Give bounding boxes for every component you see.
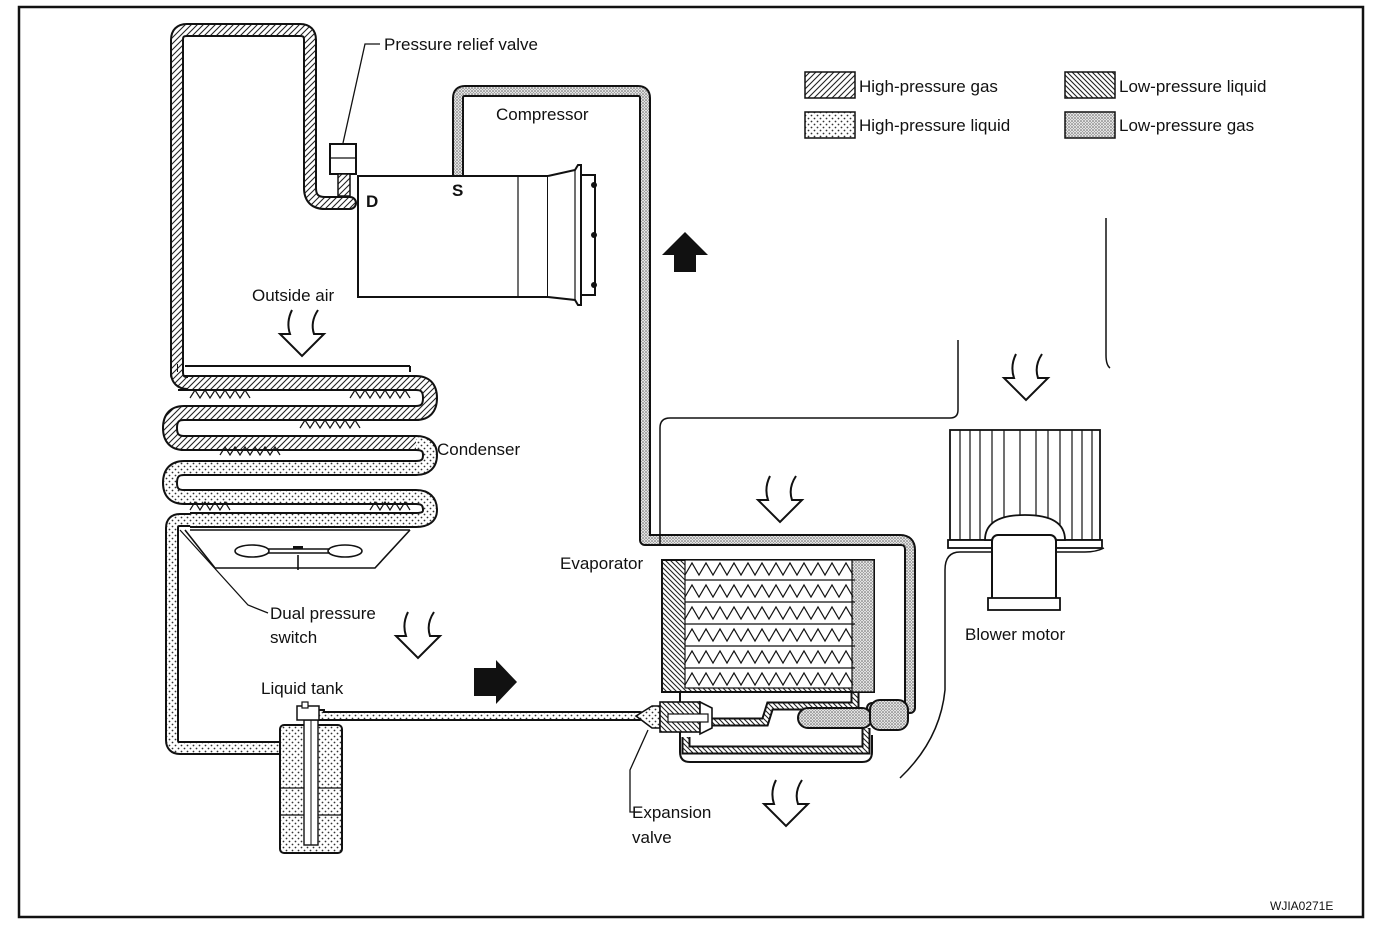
figure-code: WJIA0271E <box>1270 899 1333 913</box>
legend-label-high-pressure-gas: High-pressure gas <box>859 77 998 96</box>
expansion-valve <box>629 700 713 813</box>
legend-swatch-low-pressure-gas <box>1064 111 1116 139</box>
legend-label-high-pressure-liquid: High-pressure liquid <box>859 116 1010 135</box>
label-suction-port: S <box>452 181 463 200</box>
legend-label-low-pressure-gas: Low-pressure gas <box>1119 116 1254 135</box>
figure-frame <box>17 5 1365 919</box>
legend-swatch-high-pressure-liquid <box>804 111 856 139</box>
airflow-arrow-condenser-out <box>393 611 443 660</box>
label-dual-pressure-switch-line1: Dual pressure <box>270 604 376 623</box>
label-liquid-tank: Liquid tank <box>261 679 344 698</box>
airflow-arrow-outside-air <box>277 309 327 358</box>
legend-swatch-high-pressure-gas <box>804 71 856 99</box>
evaporator-case-outline <box>659 340 959 545</box>
pressure-relief-valve <box>329 43 380 197</box>
airflow-arrow-evaporator-in <box>755 475 805 524</box>
flow-arrow-up <box>662 232 708 272</box>
label-condenser: Condenser <box>437 440 521 459</box>
pipe-suction-line <box>452 85 916 714</box>
label-pressure-relief-valve: Pressure relief valve <box>384 35 538 54</box>
label-blower-motor: Blower motor <box>965 625 1065 644</box>
legend-swatch-low-pressure-liquid <box>1064 71 1116 99</box>
legend-label-low-pressure-liquid: Low-pressure liquid <box>1119 77 1266 96</box>
label-dual-pressure-switch-line2: switch <box>270 628 317 647</box>
label-compressor: Compressor <box>496 105 589 124</box>
label-outside-air: Outside air <box>252 286 335 305</box>
compressor <box>357 164 597 306</box>
flow-arrow-right <box>474 660 517 704</box>
airflow-arrow-evaporator-out <box>761 779 811 828</box>
evaporator <box>661 559 909 763</box>
label-expansion-valve-line2: valve <box>632 828 672 847</box>
airflow-arrow-blower-in <box>1001 353 1051 402</box>
blower-case-outline <box>899 218 1111 779</box>
legend: High-pressure gas Low-pressure liquid Hi… <box>804 71 1266 139</box>
label-expansion-valve-line1: Expansion <box>632 803 711 822</box>
pipe-tank-to-expansion-valve <box>307 709 645 721</box>
condenser-fan <box>184 529 411 570</box>
liquid-tank <box>279 701 343 854</box>
pipe-discharge-line <box>170 23 357 382</box>
pipe-condenser-to-tank <box>165 513 289 755</box>
label-discharge-port: D <box>366 192 378 211</box>
blower-motor <box>947 429 1103 611</box>
condenser <box>162 364 438 528</box>
dual-pressure-switch-leader <box>179 529 269 614</box>
label-evaporator: Evaporator <box>560 554 643 573</box>
